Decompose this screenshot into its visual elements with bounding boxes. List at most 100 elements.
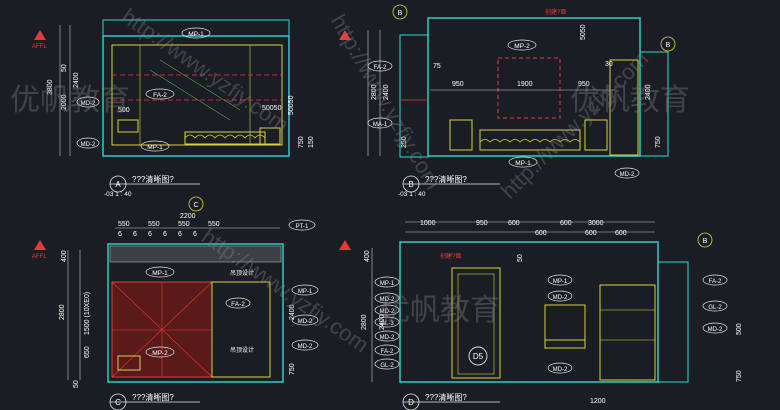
dim-text: 600 bbox=[560, 220, 572, 227]
material-tag: MD-2 bbox=[374, 330, 400, 342]
dim-text: 50050 bbox=[288, 95, 295, 115]
svg-text:MD-2: MD-2 bbox=[553, 367, 568, 373]
svg-text:PT-1: PT-1 bbox=[296, 224, 309, 230]
dim-text: 1000 bbox=[420, 220, 436, 227]
dim-text: 6 bbox=[118, 231, 122, 238]
svg-text:MD-2: MD-2 bbox=[298, 344, 313, 350]
svg-text:-03 1 : 40: -03 1 : 40 bbox=[398, 191, 426, 198]
material-tag: FA-2 bbox=[145, 88, 175, 100]
svg-text:GL-2: GL-2 bbox=[708, 305, 722, 311]
svg-text:MD-2: MD-2 bbox=[553, 295, 568, 301]
bench-cushion bbox=[184, 134, 266, 139]
section-marker: B bbox=[697, 232, 713, 248]
datum-marker bbox=[339, 240, 351, 250]
elevation-c: 2200 550 550 550 550 6 6 6 6 6 6 400 280… bbox=[32, 196, 319, 410]
datum-marker: AFFL bbox=[32, 240, 47, 260]
note-text: 吊顶设计 bbox=[230, 346, 254, 354]
svg-text:GL-2: GL-2 bbox=[380, 363, 394, 369]
dim-text: 6 bbox=[178, 231, 182, 238]
nightstand bbox=[449, 119, 473, 151]
material-tag: FA-2 bbox=[702, 274, 728, 286]
svg-text:FA-2: FA-2 bbox=[153, 92, 167, 99]
material-tag: MP-2 bbox=[507, 39, 537, 51]
note-text: 创建?面 bbox=[440, 252, 461, 260]
material-tag: MD-2 bbox=[702, 322, 728, 334]
dim-text: 1200 bbox=[590, 398, 606, 405]
wardrobe bbox=[599, 284, 656, 381]
material-tag: MD-2 bbox=[374, 304, 400, 316]
section-marker: B bbox=[392, 4, 408, 20]
svg-text:MP-2: MP-2 bbox=[152, 350, 168, 357]
material-tag: MP-1 bbox=[145, 266, 175, 278]
lamp-table bbox=[259, 127, 281, 145]
material-tag: FA-2 bbox=[374, 344, 400, 356]
svg-text:A: A bbox=[115, 180, 121, 189]
svg-text:FA-2: FA-2 bbox=[381, 349, 394, 355]
material-tag: FA-2 bbox=[367, 60, 393, 72]
dim-text: 1900 bbox=[517, 81, 533, 88]
elevation-a-ceiling bbox=[102, 19, 290, 37]
dim-text: 750 bbox=[655, 136, 662, 148]
svg-text:B: B bbox=[408, 180, 413, 189]
svg-text:FA-2: FA-2 bbox=[709, 279, 722, 285]
door-panel bbox=[457, 273, 495, 375]
drawing-title: D ???清晰图? bbox=[402, 392, 500, 410]
dim-text: 6 bbox=[163, 231, 167, 238]
material-tag: MD-2 bbox=[291, 339, 319, 351]
glass-reflection bbox=[149, 69, 231, 121]
drawing-title: A ???清晰图? -03 1 : 40 bbox=[104, 174, 200, 198]
dim-text: 2400 bbox=[645, 84, 652, 100]
material-tag: MP-1 bbox=[291, 284, 319, 296]
material-tag: MD-2 bbox=[614, 167, 640, 179]
dim-text: 950 bbox=[476, 220, 488, 227]
material-tag: MD-2 bbox=[547, 362, 573, 374]
svg-text:MA-1: MA-1 bbox=[373, 122, 388, 128]
dim-text: 600 bbox=[535, 230, 547, 237]
dim-text: 250 bbox=[401, 136, 408, 148]
dim-text: 50050 bbox=[262, 105, 282, 112]
side-table bbox=[117, 119, 139, 133]
dim-text: 6 bbox=[148, 231, 152, 238]
svg-text:MP-1: MP-1 bbox=[152, 270, 168, 277]
svg-text:MP-1: MP-1 bbox=[298, 289, 313, 295]
dim-text: 2400 bbox=[379, 314, 386, 330]
elevation-a-panel bbox=[111, 44, 283, 146]
svg-text:MP-2: MP-2 bbox=[514, 43, 530, 50]
svg-text:AFFL: AFFL bbox=[32, 44, 47, 50]
material-tag: GL-2 bbox=[374, 358, 400, 370]
dim-text: 550 bbox=[118, 221, 130, 228]
dim-text: 2400 bbox=[289, 304, 296, 320]
dim-text: 550 bbox=[178, 221, 190, 228]
dim-text: 2400 bbox=[73, 72, 80, 88]
side-table bbox=[117, 355, 141, 371]
svg-text:MP-1: MP-1 bbox=[553, 279, 568, 285]
svg-text:GL-3: GL-3 bbox=[380, 321, 394, 327]
elevation-a: 3800 50 2000 2400 50050 750 150 500 5005… bbox=[32, 19, 315, 198]
bed-cushion bbox=[479, 139, 581, 143]
svg-text:B: B bbox=[703, 238, 708, 245]
dim-text: 2400 bbox=[383, 84, 390, 100]
dim-text: 50 bbox=[61, 64, 68, 72]
svg-text:MD-2: MD-2 bbox=[380, 309, 395, 315]
svg-text:MD-2: MD-2 bbox=[380, 297, 395, 303]
drawing-title: C ???清晰图? bbox=[109, 392, 200, 410]
cabinet bbox=[211, 281, 271, 378]
dim-text: 2800 bbox=[361, 314, 368, 330]
material-tag: MP-1 bbox=[140, 140, 170, 152]
side-wall bbox=[639, 51, 669, 157]
material-tag: MD-2 bbox=[374, 292, 400, 304]
svg-text:FA-2: FA-2 bbox=[374, 65, 387, 71]
dim-text: 500 bbox=[118, 107, 130, 114]
note-text: 吊顶设计 bbox=[230, 269, 254, 277]
material-tag: MP-1 bbox=[508, 156, 538, 168]
material-tag: MD-2 bbox=[547, 290, 573, 302]
note-text: 创建?面 bbox=[545, 8, 566, 16]
dim-text: 400 bbox=[61, 250, 68, 262]
dim-text: 750 bbox=[289, 363, 296, 375]
material-tag: FA-2 bbox=[225, 297, 251, 309]
side-wall bbox=[657, 261, 689, 383]
svg-text:C: C bbox=[193, 202, 198, 209]
svg-text:优帆教育: 优帆教育 bbox=[10, 84, 130, 117]
svg-text:MD-2: MD-2 bbox=[81, 142, 96, 148]
dim-text: 50 bbox=[517, 254, 524, 262]
